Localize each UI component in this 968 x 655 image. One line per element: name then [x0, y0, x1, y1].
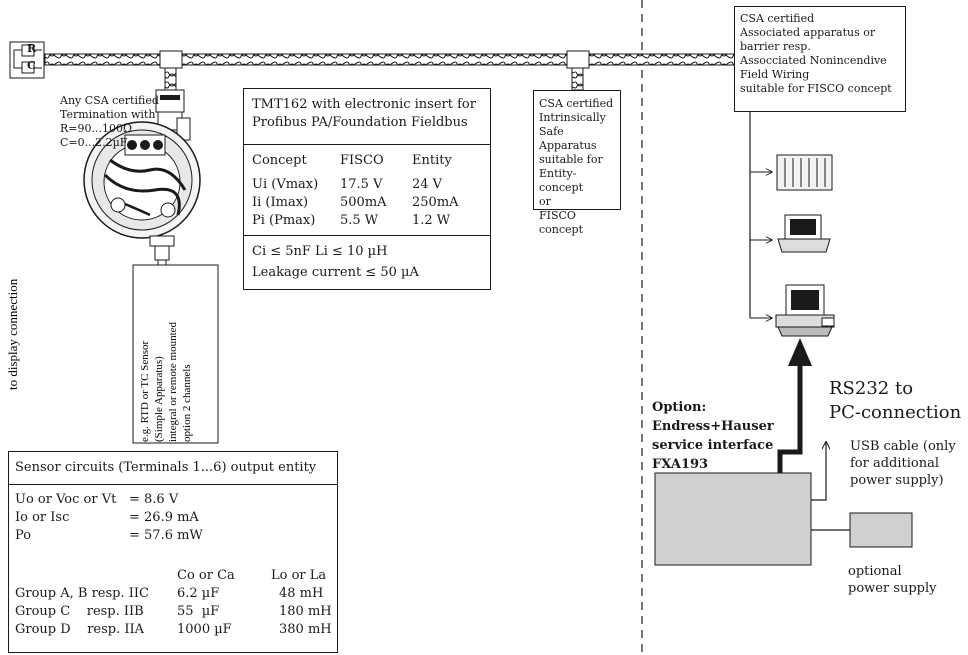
termination-line-2: Termination with	[60, 108, 156, 121]
param-value: = 26.9 mA	[129, 510, 199, 525]
drop-cable-left	[164, 67, 177, 91]
rs232-label: RS232 to PC-connection	[829, 377, 961, 425]
sensor-note-line-1: e.g. RTD or TC Sensor	[139, 340, 151, 442]
sensor-note-line-4: option 2 channels	[181, 364, 193, 442]
junction-box-mid	[566, 50, 590, 69]
option-line: Endress+Hauser	[652, 419, 774, 434]
group-label: Group C resp. IIB	[15, 604, 144, 619]
pc-workstation-icon	[775, 284, 835, 337]
associated-line: Assocciated Nonincendive	[740, 54, 887, 67]
usb-label: USB cable (only for additional power sup…	[850, 438, 956, 489]
drop-cable-mid	[571, 67, 584, 91]
tmt-row-fisco: 17.5 V	[340, 177, 383, 192]
usb-line: for additional	[850, 456, 940, 471]
sensor-note: e.g. RTD or TC Sensor (Simple Apparatus)…	[138, 322, 194, 442]
param-value: = 8.6 V	[129, 492, 179, 507]
tmt-row-fisco: 5.5 W	[340, 213, 379, 228]
interface-box	[654, 472, 812, 566]
termination-letter-r: R	[27, 42, 37, 55]
fieldbus-cable	[44, 53, 741, 66]
tmt-header-entity: Entity	[412, 153, 452, 168]
tmt-row-entity: 24 V	[412, 177, 443, 192]
power-supply-box	[849, 512, 913, 548]
tmt-divider-2	[244, 235, 490, 236]
display-connection-label: to display connection	[5, 278, 20, 390]
group-label: Group D resp. IIA	[15, 622, 145, 637]
junction-box-left	[159, 50, 183, 69]
associated-line: Associated apparatus or	[740, 26, 876, 39]
tmt-row-label: Ii (Imax)	[252, 195, 309, 210]
sensor-box-title: Sensor circuits (Terminals 1...6) output…	[15, 460, 317, 475]
termination-line-3: R=90...100Ω	[60, 122, 133, 135]
tmt-divider	[244, 144, 490, 145]
sensor-divider	[9, 484, 337, 485]
termination-rc-icon	[9, 41, 45, 79]
rs232-line: RS232 to	[829, 378, 914, 399]
tmt-row-label: Pi (Pmax)	[252, 213, 316, 228]
intrinsic-line: suitable for	[539, 153, 603, 166]
termination-letter-c: C	[27, 59, 36, 72]
tmt-title-2: Profibus PA/Foundation Fieldbus	[252, 115, 468, 130]
group-lo: 48 mH	[279, 586, 324, 601]
option-line: service interface	[652, 438, 774, 453]
tmt-row-entity: 1.2 W	[412, 213, 451, 228]
tmt-row-label: Ui (Vmax)	[252, 177, 319, 192]
transmitter-icon	[83, 89, 201, 272]
tmt-leakage: Leakage current ≤ 50 µA	[252, 265, 419, 280]
usb-line: USB cable (only	[850, 439, 956, 454]
col-header-lo: Lo or La	[271, 568, 327, 583]
option-line: Option:	[652, 400, 707, 415]
tmt-ci-li: Ci ≤ 5nF Li ≤ 10 µH	[252, 244, 388, 259]
optional-power-label: optional power supply	[848, 563, 937, 597]
group-label: Group A, B resp. IIC	[15, 586, 149, 601]
intrinsic-line: CSA certified	[539, 97, 614, 110]
sensor-note-line-2: (Simple Apparatus)	[153, 356, 165, 442]
param-label: Io or Isc	[15, 510, 70, 525]
usb-line: power supply)	[850, 473, 944, 488]
intrinsic-box: CSA certified Intrinsically Safe Apparat…	[533, 90, 621, 236]
laptop-icon	[777, 214, 831, 253]
associated-line: barrier resp.	[740, 40, 811, 53]
intrinsic-line: Intrinsically	[539, 111, 606, 124]
sensor-note-line-3: integral or remote mounted	[167, 321, 179, 442]
termination-line-1: Any CSA certified	[60, 94, 159, 107]
tmt162-box: TMT162 with electronic insert for Profib…	[243, 88, 491, 290]
tmt-header-fisco: FISCO	[340, 153, 384, 168]
param-value: = 57.6 mW	[129, 528, 203, 543]
rs232-line: PC-connection	[829, 402, 962, 423]
termination-note: Any CSA certified Termination with R=90.…	[60, 94, 159, 150]
intrinsic-line: Entity-concept	[539, 167, 583, 194]
intrinsic-line: or	[539, 195, 551, 208]
plc-rack-icon	[776, 154, 833, 191]
termination-line-4: C=0...2.2µF	[60, 136, 128, 149]
intrinsic-line: Safe Apparatus	[539, 125, 597, 152]
group-co: 6.2 µF	[177, 586, 220, 601]
group-co: 1000 µF	[177, 622, 232, 637]
tmt-row-entity: 250mA	[412, 195, 459, 210]
optional-ps-line: power supply	[848, 581, 937, 596]
group-co: 55 µF	[177, 604, 220, 619]
sensor-note-box	[132, 264, 219, 444]
param-label: Uo or Voc or Vt	[15, 492, 117, 507]
intrinsic-line: FISCO concept	[539, 209, 583, 236]
associated-line: suitable for FISCO concept	[740, 82, 892, 95]
option-line: FXA193	[652, 457, 709, 472]
tmt-header-concept: Concept	[252, 153, 307, 168]
optional-ps-line: optional	[848, 564, 902, 579]
sensor-circuits-box: Sensor circuits (Terminals 1...6) output…	[8, 451, 338, 653]
associated-line: Field Wiring	[740, 68, 810, 81]
group-lo: 180 mH	[279, 604, 332, 619]
associated-line: CSA certified	[740, 12, 815, 25]
option-label: Option: Endress+Hauser service interface…	[652, 398, 774, 474]
tmt-title-1: TMT162 with electronic insert for	[252, 97, 476, 112]
associated-apparatus-box: CSA certified Associated apparatus or ba…	[734, 6, 906, 112]
group-lo: 380 mH	[279, 622, 332, 637]
param-label: Po	[15, 528, 32, 543]
tmt-row-fisco: 500mA	[340, 195, 387, 210]
col-header-co: Co or Ca	[177, 568, 235, 583]
